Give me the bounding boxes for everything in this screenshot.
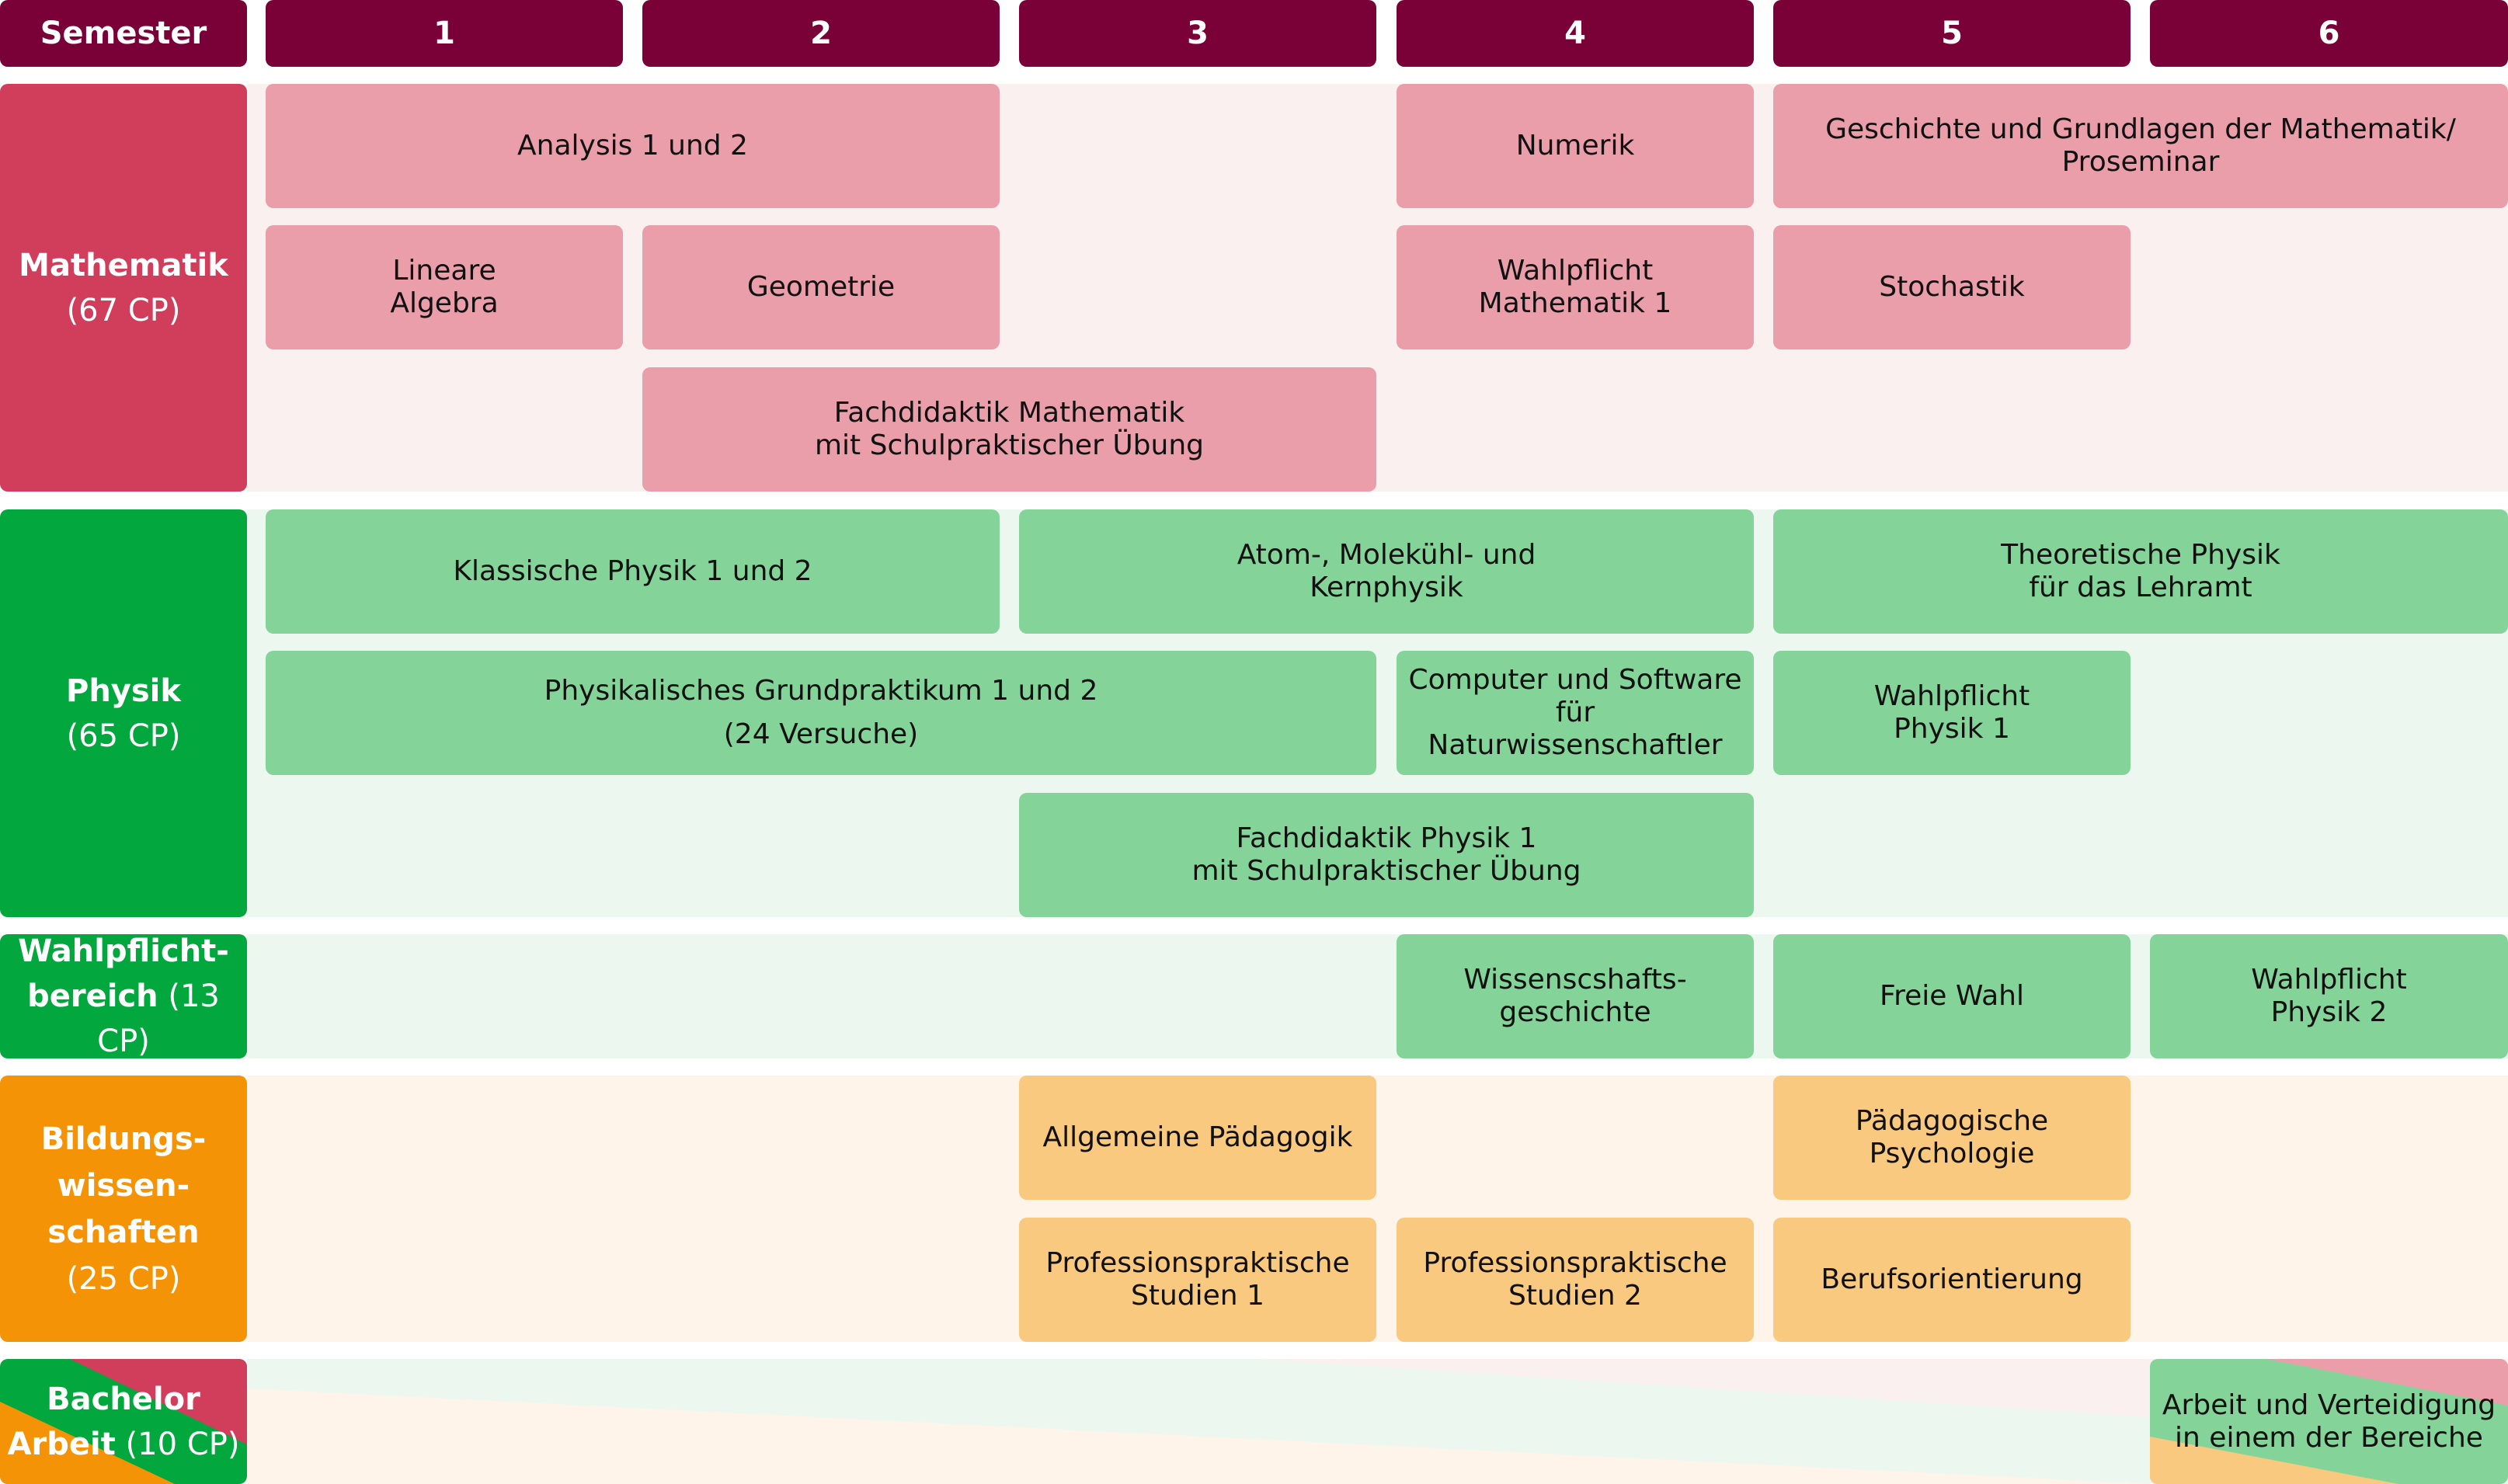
module-freie-wahl: Freie Wahl [1773,934,2131,1058]
module-paedagogische-psychologie: Pädagogische Psychologie [1773,1076,2131,1200]
module-allgemeine-paedagogik: Allgemeine Pädagogik [1019,1076,1376,1200]
bachelor-module-background [2150,1359,2508,1484]
bachelor-category-background [0,1359,247,1484]
semester-6-header: 6 [2150,0,2508,67]
category-bildung-cp: (25 CP) [66,1260,181,1297]
semester-header: Semester [0,0,247,67]
category-wahlpflichtbereich: Wahlpflicht- bereich (13 CP) [0,933,247,1059]
semester-3-header: 3 [1019,0,1376,67]
category-mathematik: Mathematik (67 CP) [0,84,247,492]
category-physik: Physik (65 CP) [0,509,247,917]
module-wahlpflicht-mathematik-1: Wahlpflicht Mathematik 1 [1397,225,1754,349]
module-bachelor-arbeit-label: Arbeit und Verteidigung in einem der Ber… [2162,1388,2496,1454]
module-grundpraktikum-title: Physikalisches Grundpraktikum 1 und 2 [544,675,1098,707]
module-professionspraktische-studien-2: Professionspraktische Studien 2 [1397,1218,1754,1342]
semester-1-header: 1 [266,0,623,67]
module-klassische-physik: Klassische Physik 1 und 2 [266,509,1000,634]
module-numerik: Numerik [1397,84,1754,208]
category-bildung-name: Bildungs- wissen- schaften [40,1121,207,1250]
category-wahlpflicht-name-1: Wahlpflicht- [18,933,229,969]
semester-4-header: 4 [1397,0,1754,67]
module-computer-software: Computer und Software für Naturwissensch… [1397,651,1754,775]
module-atom-physik: Atom-, Molekühl- und Kernphysik [1019,509,1754,634]
module-wissenschaftsgeschichte: Wissenscshafts- geschichte [1397,934,1754,1058]
module-wahlpflicht-physik-2: Wahlpflicht Physik 2 [2150,934,2508,1058]
category-wahlpflicht-cp: (13 CP) [97,978,220,1059]
category-bildungswissenschaften: Bildungs- wissen- schaften (25 CP) [0,1076,247,1342]
module-theoretische-physik: Theoretische Physik für das Lehramt [1773,509,2508,634]
category-mathematik-name: Mathematik [19,247,228,283]
category-bachelor-name-1: Bachelor [47,1381,200,1417]
education-band [247,1076,2508,1342]
module-fachdidaktik-mathematik: Fachdidaktik Mathematik mit Schulpraktis… [642,367,1376,492]
module-bachelor-arbeit: Arbeit und Verteidigung in einem der Ber… [2150,1359,2508,1484]
module-berufsorientierung: Berufsorientierung [1773,1218,2131,1342]
module-stochastik: Stochastik [1773,225,2131,349]
category-physik-cp: (65 CP) [66,718,181,754]
module-lineare-algebra: Lineare Algebra [266,225,623,349]
category-bachelor-arbeit: Bachelor Arbeit (10 CP) [0,1359,247,1484]
module-fachdidaktik-physik: Fachdidaktik Physik 1 mit Schulpraktisch… [1019,793,1754,917]
module-professionspraktische-studien-1: Professionspraktische Studien 1 [1019,1218,1376,1342]
category-wahlpflicht-name-2: bereich [27,978,158,1014]
module-analysis: Analysis 1 und 2 [266,84,1000,208]
semester-5-header: 5 [1773,0,2131,67]
module-grundpraktikum-subtitle: (24 Versuche) [723,718,919,750]
module-grundpraktikum: Physikalisches Grundpraktikum 1 und 2 (2… [266,651,1376,775]
module-geometrie: Geometrie [642,225,1000,349]
semester-2-header: 2 [642,0,1000,67]
category-bachelor-cp: (10 CP) [125,1426,240,1462]
category-bachelor-name-2: Arbeit [7,1426,116,1462]
elective-band [247,934,2508,1058]
module-geschichte: Geschichte und Grundlagen der Mathematik… [1773,84,2508,208]
category-physik-name: Physik [66,672,181,709]
category-mathematik-cp: (67 CP) [66,292,181,328]
module-wahlpflicht-physik-1: Wahlpflicht Physik 1 [1773,651,2131,775]
